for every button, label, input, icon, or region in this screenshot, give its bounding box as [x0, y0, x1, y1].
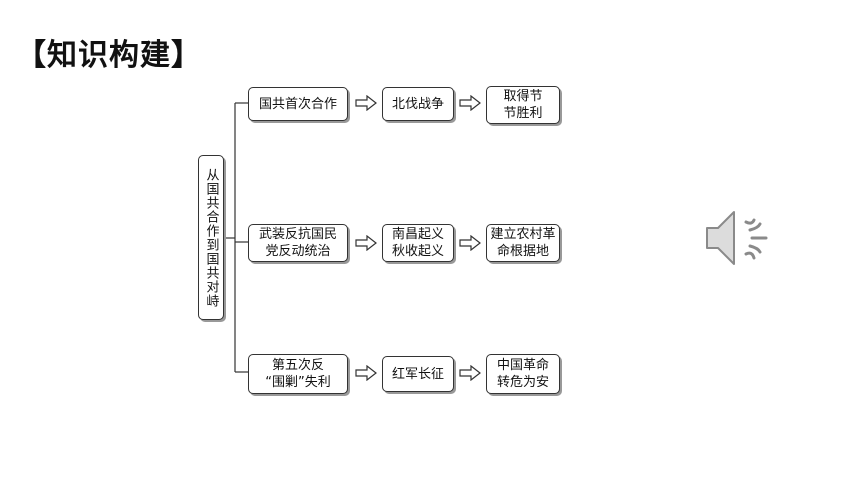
- result-node-2: 建立农村革 命根据地: [486, 224, 560, 262]
- stage-node-3: 第五次反 “围剿”失利: [248, 354, 348, 394]
- result-node-1: 取得节 节胜利: [486, 86, 560, 124]
- hollow-right-arrow-icon: [355, 235, 377, 251]
- root-label: 从国共合作到国共对峙: [203, 167, 219, 308]
- event-node-1: 北伐战争: [382, 87, 454, 121]
- stage-node-2: 武装反抗国民 党反动统治: [248, 224, 348, 262]
- page-title: 【知识构建】: [16, 38, 202, 73]
- hollow-right-arrow-icon: [459, 365, 481, 381]
- stage-node-1: 国共首次合作: [248, 87, 348, 121]
- root-node: 从国共合作到国共对峙: [198, 155, 224, 320]
- hollow-right-arrow-icon: [459, 95, 481, 111]
- hollow-right-arrow-icon: [459, 235, 481, 251]
- event-node-3: 红军长征: [382, 356, 454, 392]
- hollow-right-arrow-icon: [355, 365, 377, 381]
- result-node-3: 中国革命 转危为安: [486, 354, 560, 394]
- speaker-icon[interactable]: [700, 200, 780, 276]
- hollow-right-arrow-icon: [355, 95, 377, 111]
- event-node-2: 南昌起义 秋收起义: [382, 224, 454, 262]
